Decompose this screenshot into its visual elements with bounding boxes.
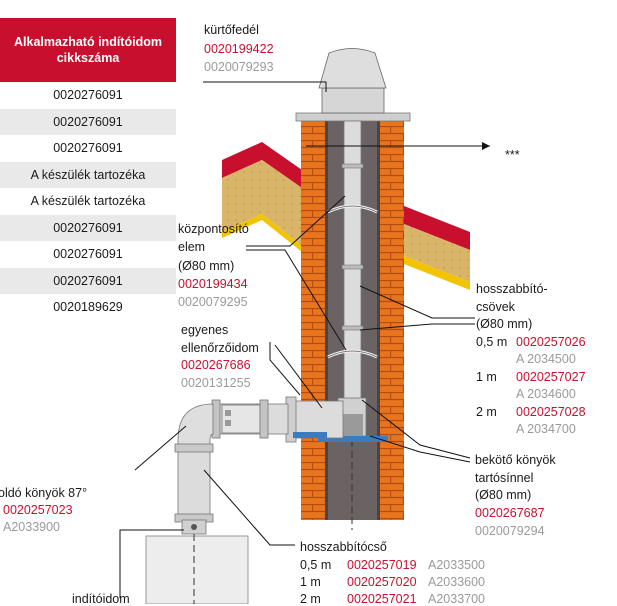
appliance-box: [145, 535, 249, 604]
extension-code-grey: A 2034600: [516, 387, 576, 401]
extension-code-red: 0020257027: [516, 370, 586, 384]
chimney-cap: [318, 48, 387, 114]
extension-code-grey: A 2034500: [516, 352, 576, 366]
table-row: 0020276091: [0, 267, 176, 294]
elbow-rail-code-red: 0020267687: [475, 506, 545, 520]
extension-len: 0,5 m: [476, 335, 508, 349]
elbow-rail-code-grey: 0020079294: [475, 524, 545, 538]
stars-note: ***: [505, 148, 520, 162]
ext-pipe-len: 1 m: [300, 575, 321, 589]
elbow-rail-label-2: tartósínnel: [475, 471, 534, 485]
starter-label: indítóidom: [72, 592, 130, 606]
table-row: 0020276091: [53, 141, 123, 156]
elbow87-code-red: 0020257023: [3, 503, 73, 517]
inspection-pipe: [211, 399, 289, 439]
ext-pipe-code-grey: A2033500: [428, 558, 486, 572]
table-row: 0020276091: [53, 88, 123, 103]
elbow-87: [177, 403, 214, 449]
ext-pipe-code-grey: A2033700: [428, 592, 486, 606]
centering-code-grey: 0020079295: [178, 295, 248, 309]
extension-len: 1 m: [476, 370, 497, 384]
inspection-code-grey: 0020131255: [181, 376, 251, 390]
inspection-label-1: egyenes: [181, 323, 229, 337]
lower-vertical-pipe: [177, 445, 211, 521]
ext-pipe-len: 0,5 m: [300, 558, 332, 572]
table-header-line1: Alkalmazható indítóidom: [14, 35, 162, 49]
ext-pipe-code-red: 0020257021: [347, 592, 417, 606]
extension-len: 2 m: [476, 405, 497, 419]
centering-label-2: elem: [178, 240, 206, 254]
inspection-code-red: 0020267686: [181, 358, 251, 372]
centering-label-1: központosító: [178, 222, 249, 236]
support-rail: [318, 436, 388, 442]
elbow87-label: oldó könyök 87°: [0, 486, 88, 500]
extension-code-grey: A 2034700: [516, 422, 576, 436]
inspection-label-2: ellenőrzőidom: [181, 341, 259, 355]
article-number-table: Alkalmazható indítóidom cikkszáma 002027…: [0, 18, 176, 321]
extension-code-red: 0020257026: [516, 335, 586, 349]
cap-code-grey: 0020079293: [204, 60, 274, 74]
table-header: Alkalmazható indítóidom cikkszáma: [0, 18, 176, 82]
extensions-label-3: (Ø80 mm): [476, 317, 533, 331]
table-row: 0020276091: [0, 108, 176, 135]
horizontal-connector: [285, 396, 344, 443]
cap-label: kürtőfedél: [204, 23, 259, 37]
table-row: A készülék tartozéka: [0, 161, 176, 188]
cap-code-red: 0020199422: [204, 42, 274, 56]
elbow87-code-grey: A2033900: [3, 520, 61, 534]
table-row: 0020276091: [53, 247, 123, 262]
roof-left: [222, 142, 302, 252]
extensions-label-1: hosszabbító-: [476, 282, 548, 296]
ext-pipe-code-grey: A2033600: [428, 575, 486, 589]
roof-right: [404, 206, 470, 290]
ext-pipe-code-red: 0020257020: [347, 575, 417, 589]
ext-pipe-len: 2 m: [300, 592, 321, 606]
table-row: 0020276091: [0, 214, 176, 241]
ext-pipe-code-red: 0020257019: [347, 558, 417, 572]
leader-lines: [119, 81, 490, 598]
table-row: 0020189629: [53, 300, 123, 315]
elbow-rail-label-3: (Ø80 mm): [475, 488, 532, 502]
centering-code-red: 0020199434: [178, 277, 248, 291]
extensions-label-2: csövek: [476, 300, 515, 314]
extension-code-red: 0020257028: [516, 405, 586, 419]
elbow-rail-label-1: bekötő könyök: [475, 453, 556, 467]
centering-label-3: (Ø80 mm): [178, 259, 235, 273]
table-row: A készülék tartozéka: [30, 194, 146, 209]
table-header-line2: cikkszáma: [56, 51, 120, 65]
ext-pipe-label: hosszabbítócső: [300, 540, 387, 554]
cover-plate: [295, 112, 411, 122]
